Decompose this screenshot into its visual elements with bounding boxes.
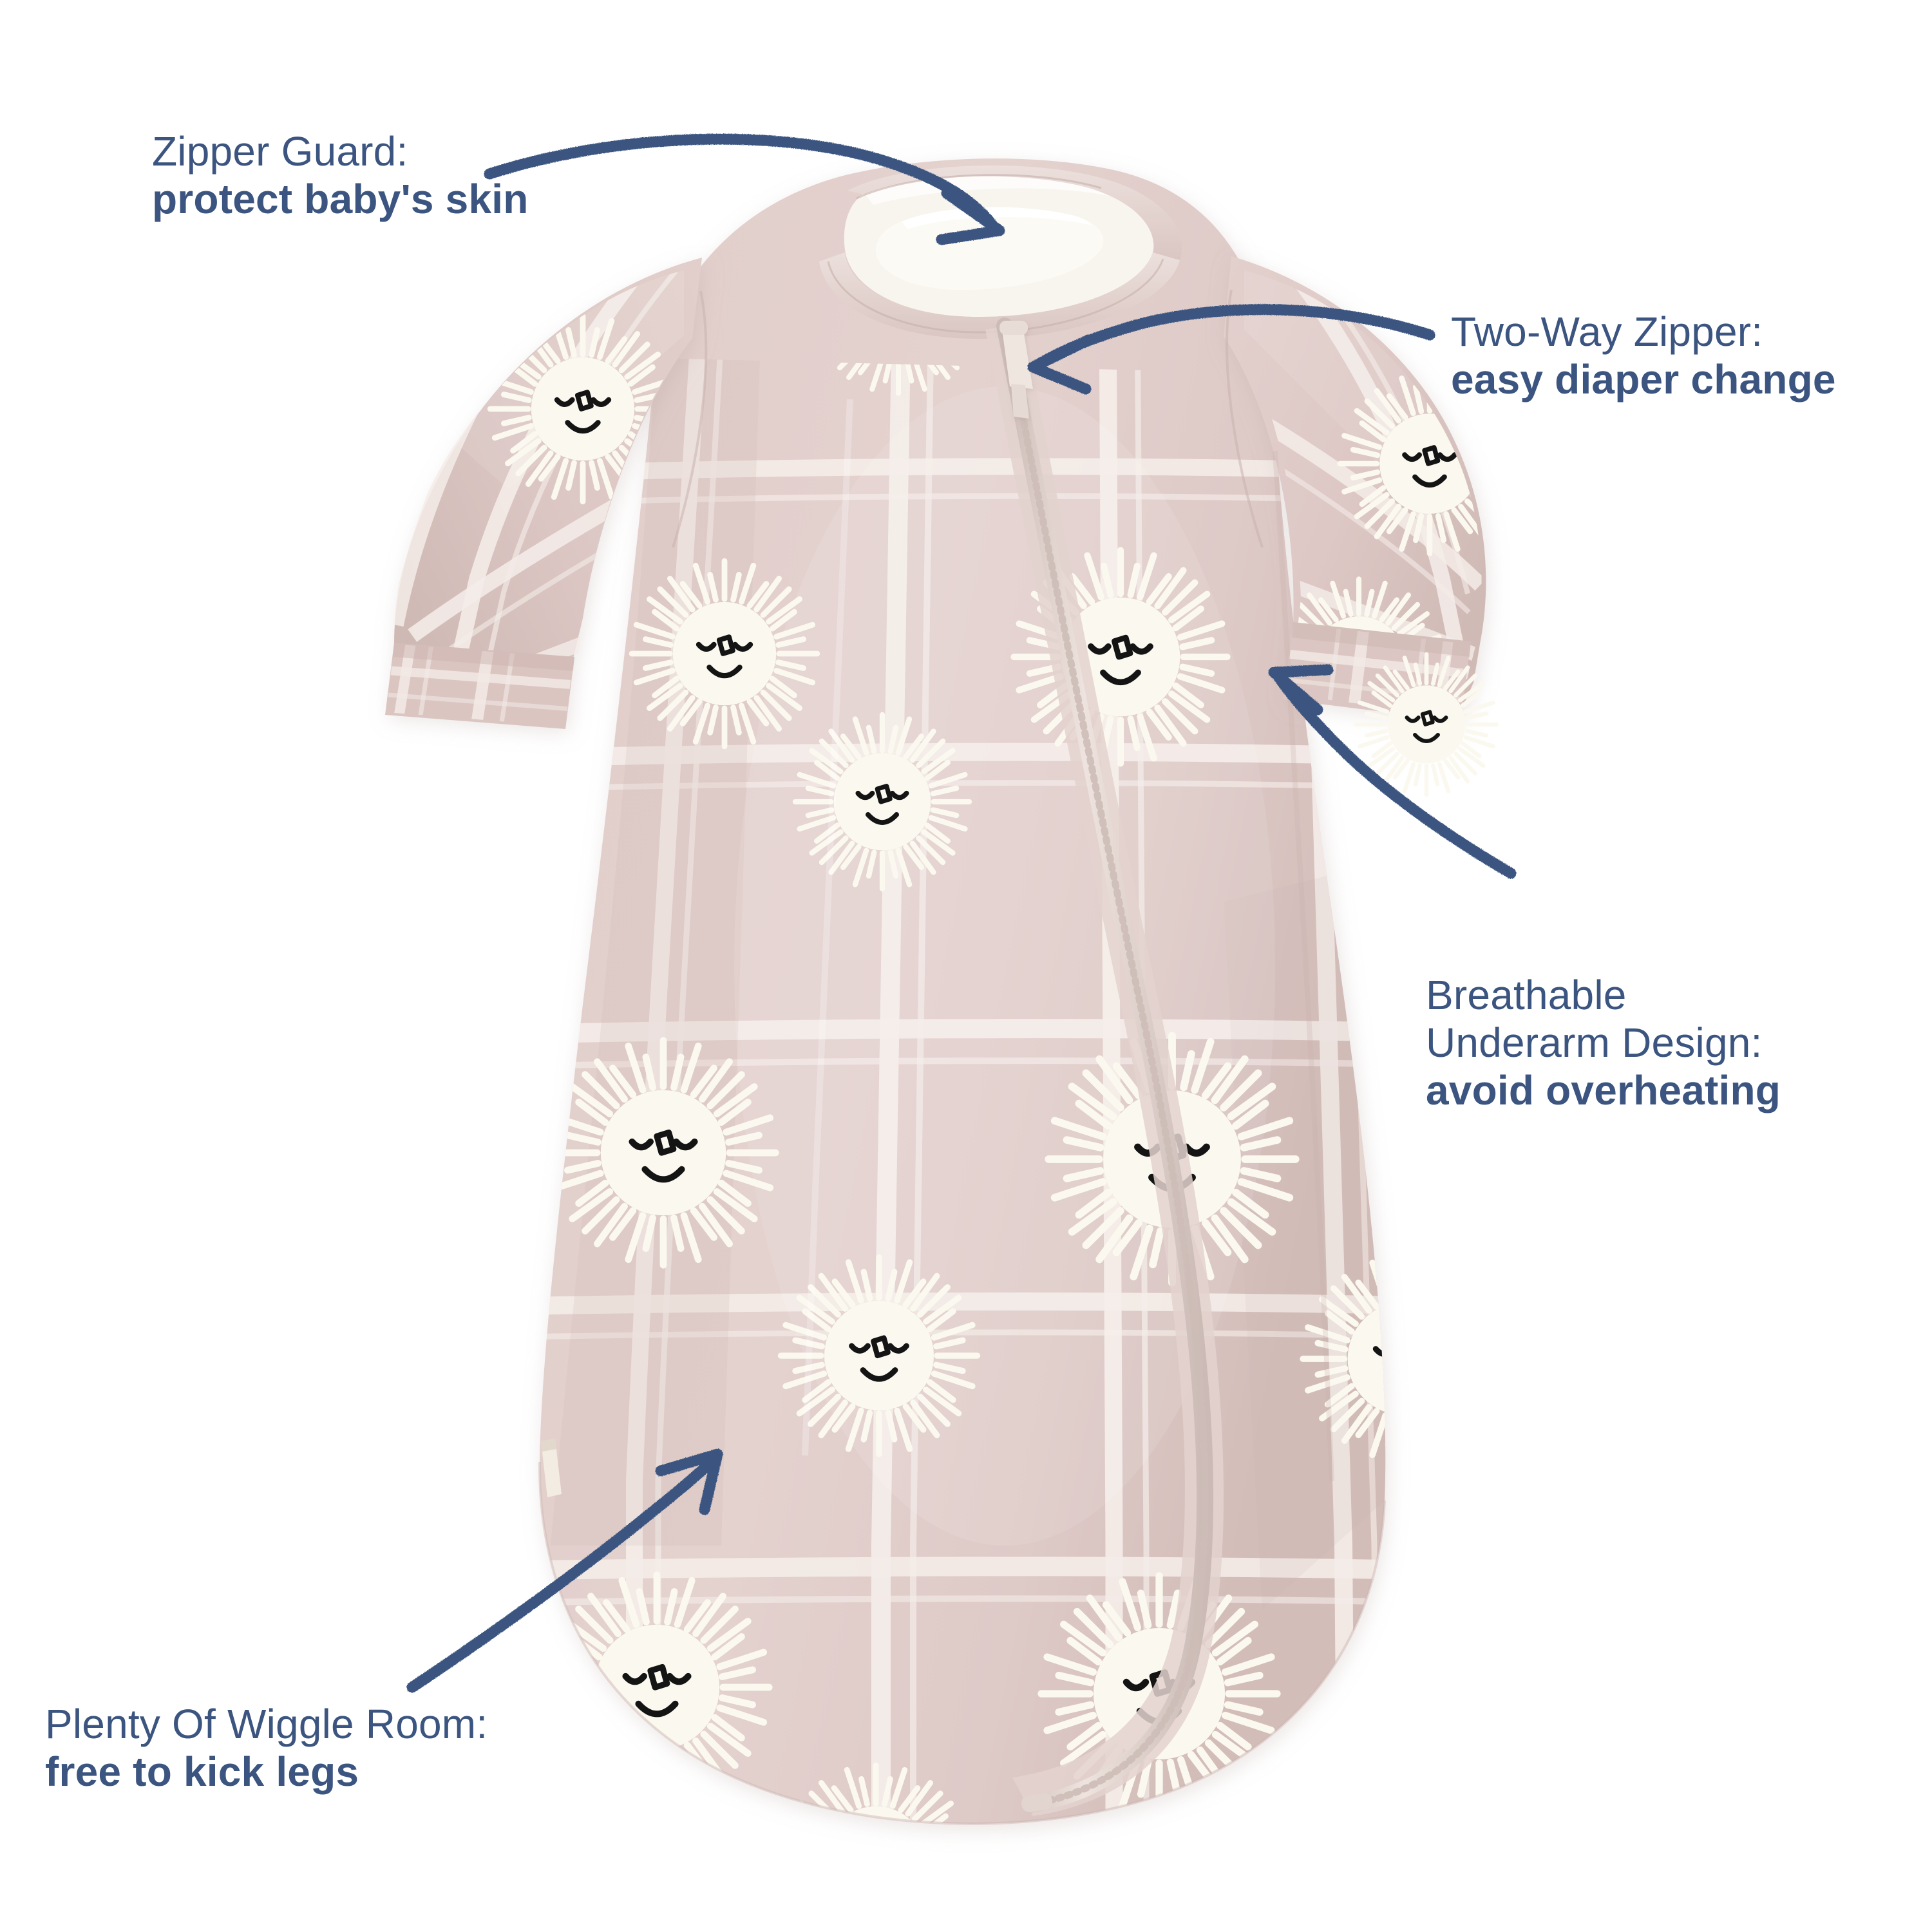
- arrow-breathable-underarm: [1268, 664, 1517, 879]
- fabric-creases: [802, 399, 1334, 1482]
- zipper-pull[interactable]: [999, 321, 1033, 419]
- callout-breathable-underarm-title-line2: Underarm Design:: [1426, 1019, 1763, 1066]
- zipper-bottom-stop: [1021, 1793, 1053, 1812]
- right-cuff: [1283, 622, 1497, 795]
- callout-zipper-guard-title: Zipper Guard:: [152, 128, 408, 175]
- callout-two-way-zipper-subtitle: easy diaper change: [1451, 356, 1836, 403]
- callout-two-way-zipper-title: Two-Way Zipper:: [1451, 308, 1763, 355]
- callout-breathable-underarm: Breathable Underarm Design: avoid overhe…: [1426, 971, 1781, 1115]
- arrow-zipper-guard: [484, 133, 1005, 245]
- arrow-wiggle-room: [406, 1448, 723, 1693]
- callout-breathable-underarm-subtitle: avoid overheating: [1426, 1067, 1781, 1114]
- brand-tag: [541, 1439, 562, 1497]
- callout-zipper-guard-subtitle: protect baby's skin: [152, 176, 529, 223]
- zipper[interactable]: [985, 317, 1224, 1816]
- left-cuff: [385, 643, 574, 729]
- callout-wiggle-room-subtitle: free to kick legs: [45, 1748, 359, 1795]
- callout-wiggle-room-title: Plenty Of Wiggle Room:: [45, 1701, 488, 1747]
- callout-breathable-underarm-title-line1: Breathable: [1426, 972, 1627, 1018]
- shoulder-seams: [672, 289, 1264, 548]
- callout-wiggle-room: Plenty Of Wiggle Room: free to kick legs: [45, 1700, 488, 1795]
- hem-edge: [538, 1461, 1386, 1825]
- zipper-guard-flap: [875, 207, 1104, 290]
- arrow-two-way-zipper: [1027, 304, 1435, 395]
- neckline: [819, 165, 1182, 339]
- callout-two-way-zipper: Two-Way Zipper: easy diaper change: [1451, 308, 1836, 403]
- callout-zipper-guard: Zipper Guard: protect baby's skin: [152, 128, 529, 223]
